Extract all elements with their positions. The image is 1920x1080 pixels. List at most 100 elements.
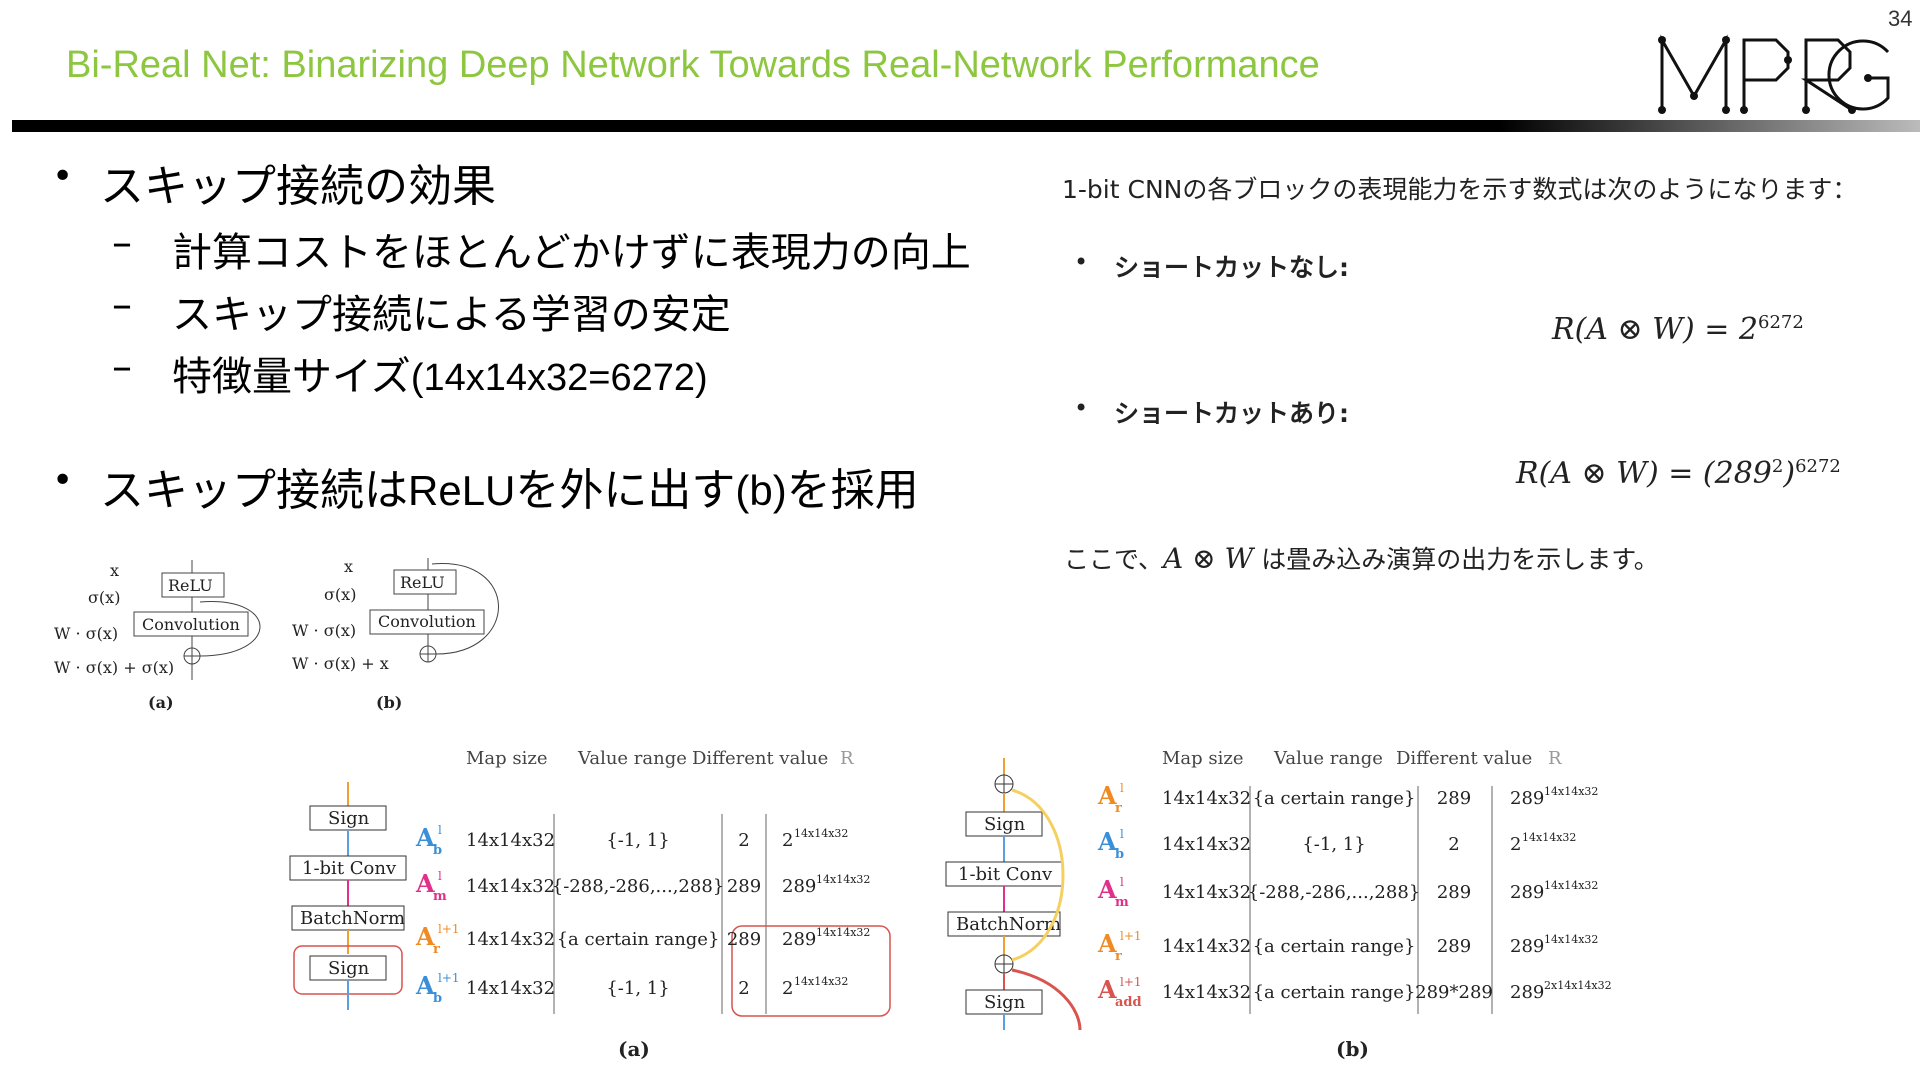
sub-item-stability: スキップ接続による学習の安定 — [172, 292, 731, 338]
bullet-mark: • — [52, 460, 74, 501]
relu-text: ReLU — [408, 467, 516, 514]
row-variable-sub: b — [1115, 847, 1124, 862]
row-r-exponent: 14x14x32 — [1544, 879, 1598, 892]
conv-box-b — [945, 861, 1063, 887]
row-r-exponent: 14x14x32 — [794, 975, 848, 988]
row-variable: A — [415, 823, 435, 852]
bullet-mark: • — [1074, 248, 1089, 276]
no-shortcut-label: ショートカットなし: — [1114, 253, 1349, 282]
fig-a-relu-box — [161, 572, 225, 598]
row-r-value: 289 — [1510, 982, 1544, 1003]
fig-a-label: (a) — [148, 693, 174, 712]
conv-label: 1-bit Conv — [302, 858, 397, 879]
row-variable-sub: m — [433, 889, 447, 904]
bullet-relu-outside: スキップ接続はReLUを外に出す(b)を採用 — [100, 454, 919, 518]
row-map-size: 14x14x32 — [466, 830, 555, 851]
sign-box-b2 — [965, 989, 1043, 1015]
formula1-text: R(A ⊗ W) = 2 — [1552, 312, 1759, 347]
note-math: A ⊗ W — [1163, 542, 1254, 575]
row-r-value: 289 — [1510, 882, 1544, 903]
feature-size-label: 特徴量サイズ — [172, 354, 411, 400]
page-number: 34 — [1888, 6, 1913, 31]
fig-b-output: W · σ(x) + x — [292, 654, 389, 673]
row-different-value: 289 — [727, 876, 761, 897]
row-r-exponent: 14x14x32 — [816, 873, 870, 886]
header-range: Value range — [577, 748, 687, 769]
fig-a-wsigma: W · σ(x) — [54, 624, 118, 643]
bullet-list: • スキップ接続の効果 – 計算コストをほとんどかけずに表現力の向上 – スキッ… — [0, 150, 1040, 516]
row-variable-sup: l — [1120, 875, 1124, 889]
row-r-value: 289 — [782, 876, 816, 897]
text-part: を採用 — [786, 465, 919, 516]
conv-label-b: 1-bit Conv — [958, 864, 1053, 885]
fig-a-conv-box — [133, 611, 249, 637]
row-map-size: 14x14x32 — [1162, 982, 1251, 1003]
row-variable-sup: l — [438, 823, 442, 837]
fig-a-relu: ReLU — [168, 576, 213, 595]
header-diff-b: Different value — [1396, 748, 1532, 769]
row-value-range: {-288,-286,...,288} — [1248, 882, 1420, 903]
fig-b-sigma: σ(x) — [324, 585, 356, 604]
bn-box-b — [947, 911, 1061, 937]
row-r-exponent: 2x14x14x32 — [1544, 979, 1612, 992]
row-variable-sub: b — [433, 843, 442, 858]
row-r-value: 289 — [782, 929, 816, 950]
row-value-range: {a certain range} — [1253, 936, 1416, 957]
row-variable: A — [1097, 875, 1117, 904]
row-variable-sub: r — [1115, 801, 1122, 816]
header-r-b: R — [1548, 748, 1562, 769]
row-r-value: 2 — [782, 830, 793, 851]
header-rule — [12, 120, 1920, 132]
row-r-value: 289 — [1510, 788, 1544, 809]
row-variable-sub: m — [1115, 895, 1129, 910]
feature-size-value: (14x14x32=6272) — [410, 357, 708, 399]
formula1-exp: 6272 — [1758, 312, 1804, 333]
sign-label-b: Sign — [984, 814, 1026, 835]
sign-box-b — [965, 811, 1043, 837]
fig-b-conv: Convolution — [378, 612, 476, 631]
row-variable-sup: l+1 — [1120, 929, 1142, 943]
row-r-exponent: 14x14x32 — [1544, 933, 1598, 946]
b-text: (b) — [735, 467, 787, 514]
highlight-rows — [731, 925, 891, 1017]
row-r-exponent: 14x14x32 — [794, 827, 848, 840]
row-value-range: {-1, 1} — [606, 978, 669, 999]
bullet-mark: • — [1074, 394, 1089, 422]
sign-box-2 — [309, 955, 387, 981]
note-a: ここで、 — [1064, 545, 1164, 574]
row-variable: A — [415, 971, 435, 1000]
row-r-exponent: 14x14x32 — [816, 926, 870, 939]
row-r-value: 2 — [782, 978, 793, 999]
row-different-value: 2 — [738, 830, 749, 851]
row-different-value: 2 — [1448, 834, 1459, 855]
small-block-figures: x ReLU σ(x) Convolution W · σ(x) W · σ(x… — [54, 557, 499, 712]
table-a-label: (a) — [618, 1037, 650, 1061]
row-r-value: 289 — [1510, 936, 1544, 957]
row-variable-sup: l — [1120, 781, 1124, 795]
row-different-value: 289 — [727, 929, 761, 950]
row-variable-sup: l — [438, 869, 442, 883]
bn-label: BatchNorm — [300, 908, 405, 929]
row-variable: A — [1097, 781, 1117, 810]
bn-label-b: BatchNorm — [956, 914, 1061, 935]
block-diagram-b: Sign 1-bit Conv BatchNorm Sign Map size … — [945, 748, 1612, 1061]
text-part: スキップ接続は — [100, 465, 408, 516]
row-variable-sup: l+1 — [438, 922, 460, 936]
row-variable-sub: add — [1115, 995, 1142, 1010]
row-map-size: 14x14x32 — [466, 876, 555, 897]
row-map-size: 14x14x32 — [1162, 834, 1251, 855]
fig-a-x: x — [110, 561, 119, 580]
fig-b-relu: ReLU — [400, 573, 445, 592]
row-different-value: 289 — [1437, 936, 1471, 957]
row-r-exponent: 14x14x32 — [1522, 831, 1576, 844]
row-value-range: {-1, 1} — [606, 830, 669, 851]
formula2-exp: 6272 — [1795, 456, 1841, 477]
formula2-sq: 2 — [1771, 456, 1784, 477]
row-value-range: {a certain range} — [557, 929, 720, 950]
row-variable-sub: r — [1115, 949, 1122, 964]
row-map-size: 14x14x32 — [1162, 788, 1251, 809]
shortcut-yellow — [1011, 788, 1065, 962]
row-variable: A — [415, 869, 435, 898]
text-part: を外に出す — [515, 465, 736, 516]
fig-a-output: W · σ(x) + σ(x) — [54, 658, 174, 677]
